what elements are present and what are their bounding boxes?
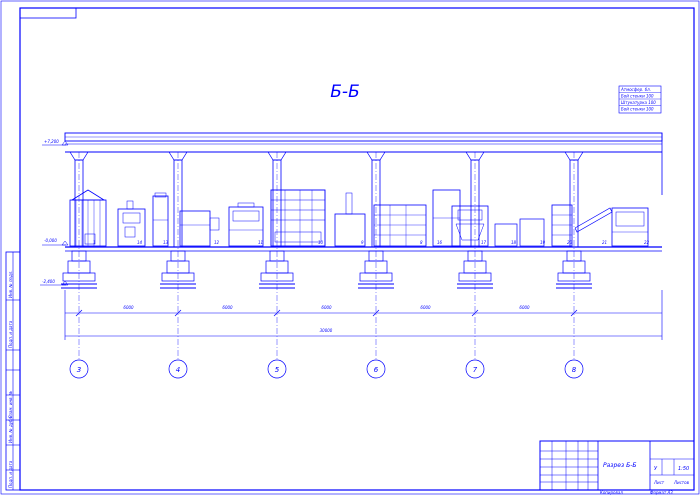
scale-value: 1:50 [678,466,689,472]
column-axis-4: 6 [358,151,394,379]
level-label: -2,400 [42,279,55,284]
footer-copied: Копировал [600,490,623,495]
equipment-oven [270,189,326,247]
column-grid: 3 4 5 6 7 8 [61,151,592,379]
equipment-shelving [551,204,573,247]
stamp-label: Взам. инв. № [8,391,13,418]
left-stamp-column: Инв. № подл. Подп. и дата Взам. инв. № И… [5,251,21,491]
equipment-mark: 8 [420,240,423,245]
column-axis-5: 7 [457,151,493,379]
stamp-label: Подп. и дата [8,460,13,488]
equipment-mark: 10 [318,240,324,245]
axis-label: 3 [77,366,81,374]
equipment-mark: 1 [93,240,96,245]
legend-note: Атмосфер. бл. [620,87,651,92]
equipment-mark: 14 [137,240,143,245]
equipment-conveyor [334,192,366,247]
inner-frame [19,7,695,491]
span-label: 6000 [222,305,233,310]
legend-notes-box: Атмосфер. бл. Бой стенки 100 Штукатурка … [618,85,662,114]
column-axis-6: 8 [556,151,592,379]
stamp-label: Инв. № дубл. [8,416,13,443]
total-span-label: 30000 [320,328,333,333]
sheets-label: Листов [673,480,690,485]
floor-slab [65,246,662,252]
legend-note: Бой стенки 100 [621,94,654,99]
legend-note: Штукатурка 100 [621,100,656,105]
column-axis-1: 3 [61,151,97,379]
equipment-tank [152,192,169,247]
level-label: -0,000 [44,238,57,243]
equipment-cooling-rack [373,204,427,247]
span-label: 6000 [420,305,431,310]
section-title: Б-Б [330,82,359,102]
equipment-hopper [69,189,107,247]
span-label: 6000 [321,305,332,310]
stamp-label: Инв. № подл. [8,270,13,298]
equipment-mark: 22 [644,240,650,245]
equipment-mark: 13 [163,240,169,245]
roof-slab [64,132,663,195]
stamp-label: Подп. и дата [8,320,13,348]
top-left-stamp [19,7,77,19]
equipment-mark: 17 [481,240,487,245]
axis-label: 7 [473,366,478,374]
drawing-name: Разрез Б-Б [603,462,636,469]
equipment-inclined-conveyor [574,207,613,233]
level-marks: +7,200 -0,000 -2,400 [40,139,69,286]
equipment-mark: 18 [511,240,517,245]
column-axis-3: 5 [259,151,295,379]
axis-label: 8 [572,366,577,374]
sheet-label: Лист [653,480,665,485]
equipment-mark: 19 [540,240,546,245]
equipment-bin [611,207,649,247]
equipment-mark: 9 [361,240,364,245]
span-label: 6000 [519,305,530,310]
legend-note: Бой стенки 100 [621,107,654,112]
equipment-divider [228,202,264,247]
equipment-mark: 16 [437,240,443,245]
letter-value: У [654,466,658,472]
equipment-slicer [451,205,489,247]
equipment-mixer [117,200,146,247]
span-labels: 6000 6000 6000 6000 6000 [123,305,530,310]
footer-format: Формат А3 [650,490,673,495]
equipment-mark: 12 [214,240,220,245]
equipment-layout: 1 14 13 12 11 10 9 8 16 17 18 19 20 21 22 [69,189,650,247]
span-label: 6000 [123,305,134,310]
column-axis-2: 4 [160,151,196,379]
title-block: Разрез Б-Б У 1:50 Лист Листов [539,440,695,491]
equipment-kneader [179,210,220,247]
dimension-lines [64,290,663,340]
equipment-mark: 20 [567,240,573,245]
level-label: +7,200 [44,139,59,144]
axis-label: 6 [374,366,379,374]
axis-label: 4 [176,366,180,374]
equipment-mark: 21 [602,240,607,245]
axis-label: 5 [275,366,280,374]
equipment-tables [494,218,545,247]
equipment-cabinet [432,189,461,247]
equipment-mark: 11 [258,240,263,245]
